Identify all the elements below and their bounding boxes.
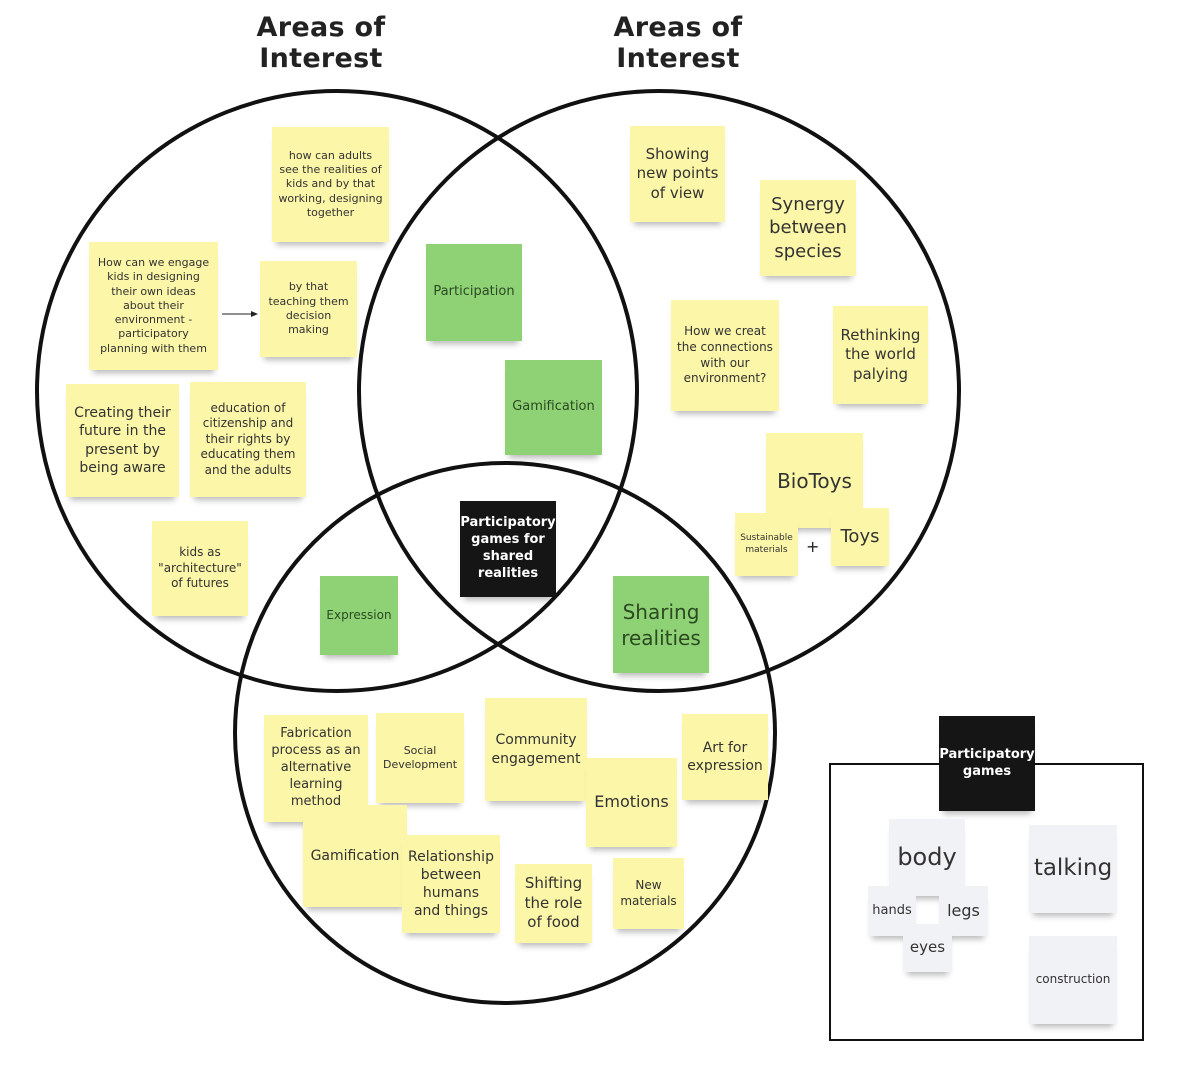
arrow-head — [251, 311, 258, 317]
sticky-note-community-engagement[interactable]: Community engagement — [485, 698, 587, 801]
sticky-note-social-development[interactable]: Social Development — [376, 713, 464, 803]
sticky-note-gamification-yellow[interactable]: Gamification — [303, 805, 407, 907]
sticky-note-adults-see-realities[interactable]: how can adults see the realities of kids… — [272, 127, 389, 242]
sticky-note-connections-environment[interactable]: How we creat the connections with our en… — [671, 300, 779, 411]
legend-note-construction[interactable]: construction — [1029, 936, 1117, 1024]
sticky-note-emotions[interactable]: Emotions — [586, 758, 677, 847]
sticky-note-participation[interactable]: Participation — [426, 244, 522, 341]
sticky-note-shifting-role-food[interactable]: Shifting the role of food — [515, 864, 592, 943]
sticky-note-sharing-realities[interactable]: Sharing realities — [613, 576, 709, 673]
sticky-note-toys[interactable]: Toys — [831, 508, 889, 566]
legend-note-talking[interactable]: talking — [1029, 825, 1117, 913]
sticky-note-fabrication-process[interactable]: Fabrication process as an alternative le… — [264, 715, 368, 822]
sticky-note-relationship-humans-things[interactable]: Relationship between humans and things — [402, 835, 500, 933]
sticky-note-participatory-games-shared-realities[interactable]: Participatory games for shared realities — [460, 501, 556, 597]
sticky-note-decision-making[interactable]: by that teaching them decision making — [260, 261, 357, 357]
title-right: Areas of Interest — [613, 12, 743, 74]
sticky-note-new-materials[interactable]: New materials — [613, 858, 684, 929]
sticky-note-new-points-of-view[interactable]: Showing new points of view — [630, 126, 725, 222]
sticky-note-art-for-expression[interactable]: Art for expression — [682, 714, 768, 800]
circle-left — [35, 89, 639, 693]
sticky-note-kids-architecture[interactable]: kids as "architecture" of futures — [152, 521, 248, 616]
legend-note-body[interactable]: body — [889, 819, 965, 896]
sticky-note-rethinking-world[interactable]: Rethinking the world palying — [833, 306, 928, 404]
legend-header-participatory-games[interactable]: Participatory games — [939, 716, 1035, 811]
sticky-note-gamification-green[interactable]: Gamification — [505, 360, 602, 455]
plus-sign: + — [806, 537, 820, 556]
circle-bottom — [233, 461, 777, 1005]
sticky-note-engage-kids[interactable]: How can we engage kids in designing thei… — [89, 242, 218, 370]
sticky-note-expression[interactable]: Expression — [320, 576, 398, 655]
sticky-note-biotoys[interactable]: BioToys — [766, 433, 863, 528]
sticky-note-education-citizenship[interactable]: education of citizenship and their right… — [190, 382, 306, 497]
sticky-note-sustainable-materials[interactable]: Sustainable materials — [735, 513, 798, 576]
legend-note-eyes[interactable]: eyes — [903, 924, 952, 972]
circle-right — [357, 89, 961, 693]
title-left: Areas of Interest — [256, 12, 386, 74]
sticky-note-synergy-species[interactable]: Synergy between species — [760, 180, 856, 276]
sticky-note-creating-future[interactable]: Creating their future in the present by … — [66, 384, 179, 497]
